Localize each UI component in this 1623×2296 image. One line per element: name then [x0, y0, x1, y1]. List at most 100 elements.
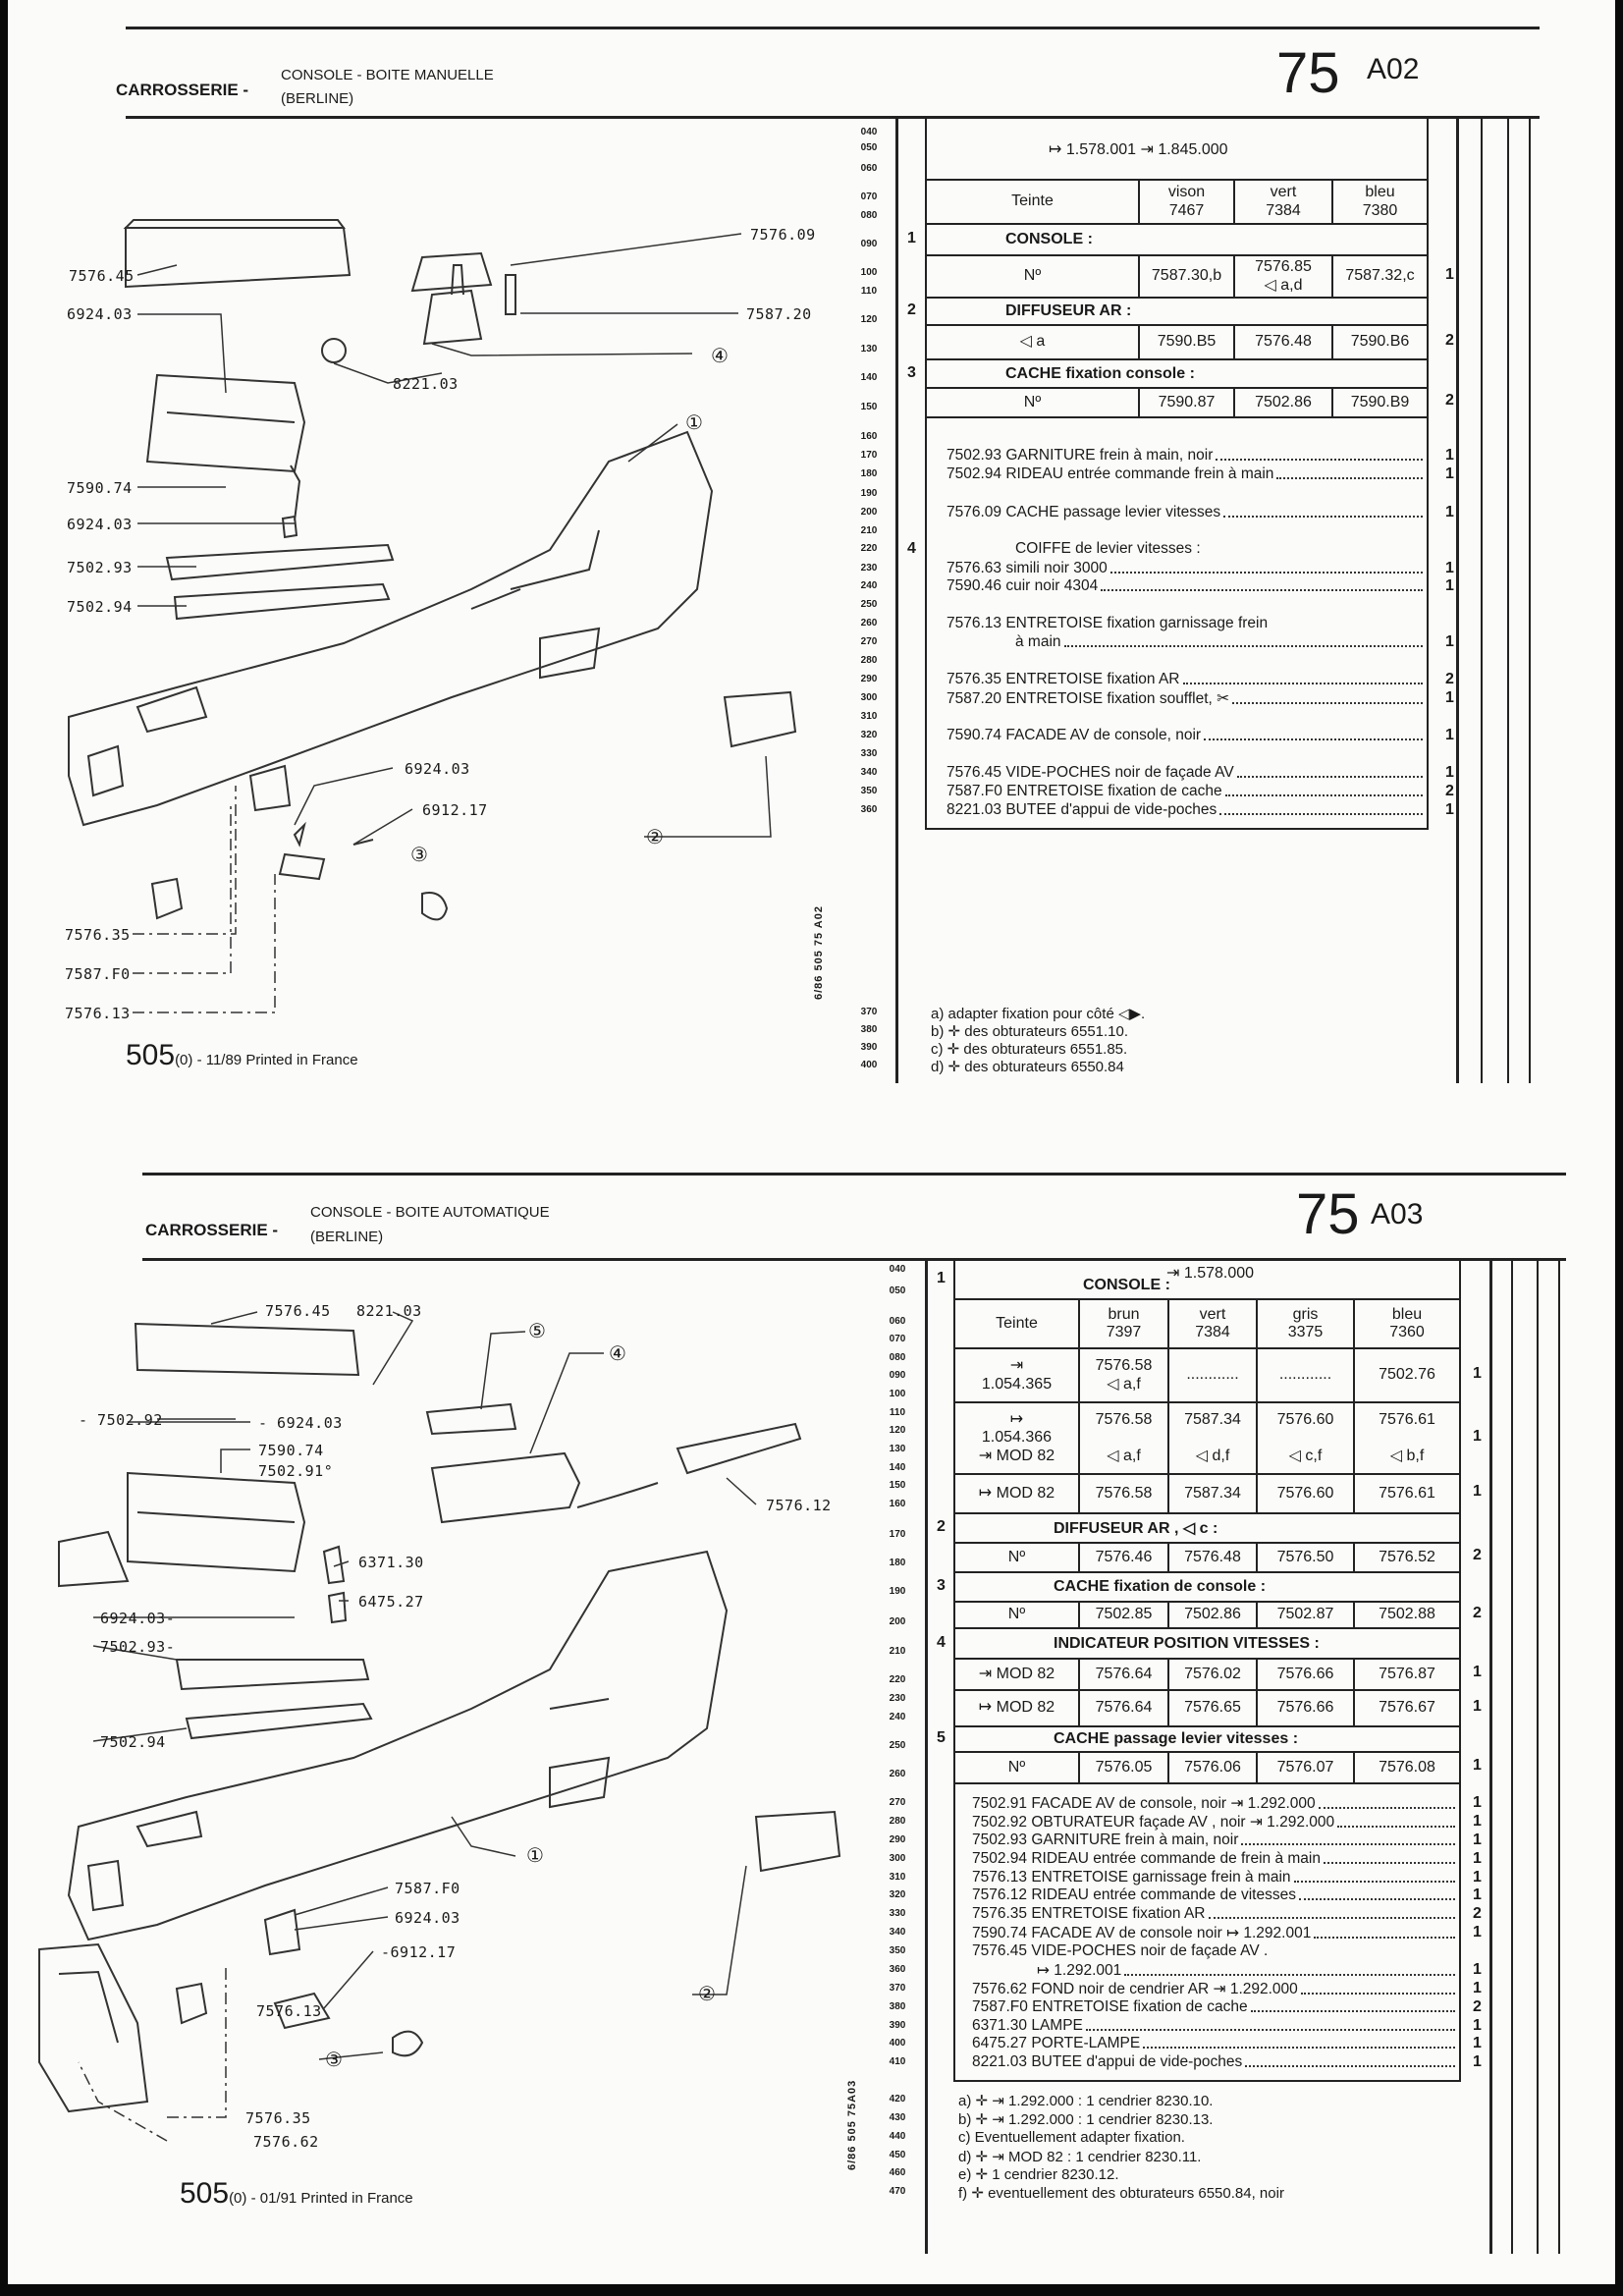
quantity: 2 [1445, 392, 1454, 409]
footnote: c) ✛ des obturateurs 6551.85. [931, 1041, 1128, 1058]
line-number: 470 [889, 2186, 906, 2197]
dot-leader [1208, 1917, 1455, 1919]
line-number: 290 [889, 1834, 906, 1845]
section-title: CARROSSERIE - [116, 81, 249, 99]
line-number: 390 [889, 2020, 906, 2031]
dot-leader [1219, 813, 1423, 815]
parts-list-item: 7576.13 ENTRETOISE fixation garnissage f… [947, 615, 1423, 632]
row-label-cell: ⇥ MOD 82 [953, 1658, 1080, 1691]
line-number: 270 [860, 636, 878, 647]
item-number: 1 [937, 1270, 946, 1286]
part-callout-label: 7590.74 [67, 479, 133, 497]
part-description: 7590.46 cuir noir 4304 [947, 577, 1099, 594]
parts-list-item: COIFFE de levier vitesses : [1015, 540, 1423, 558]
line-number: 110 [860, 286, 878, 297]
part-description: 7502.91 FACADE AV de console, noir ⇥ 1.2… [972, 1795, 1316, 1812]
quantity: 2 [1445, 331, 1454, 349]
quantity: 2 [1473, 1604, 1482, 1621]
part-callout-label: 7502.94 [100, 1733, 166, 1751]
part-number-cell: 7576.48 [1233, 324, 1333, 360]
side-reference: 6/86 505 75A03 [846, 2079, 858, 2170]
part-description: 7576.13 ENTRETOISE fixation garnissage f… [947, 615, 1269, 631]
quantity: 1 [1445, 265, 1454, 283]
footnote: d) ✛ des obturateurs 6550.84 [931, 1059, 1124, 1075]
item-number: 3 [907, 363, 916, 381]
dot-leader [1241, 1843, 1455, 1845]
part-description: 7576.13 ENTRETOISE garnissage frein à ma… [972, 1869, 1291, 1886]
line-number: 130 [889, 1444, 906, 1454]
part-callout-label: 6924.03- [100, 1610, 176, 1627]
line-number: 060 [889, 1316, 906, 1327]
part-description: 7576.35 ENTRETOISE fixation AR [947, 671, 1180, 687]
line-number: 460 [889, 2167, 906, 2178]
part-description: 7502.94 RIDEAU entrée commande de frein … [972, 1850, 1321, 1867]
table-rule [1456, 118, 1459, 1083]
quantity: 1 [1445, 465, 1454, 482]
parts-list-item: 7502.94 RIDEAU entrée commande de frein … [972, 1850, 1455, 1868]
quantity: 1 [1445, 504, 1454, 520]
part-description: 7576.45 VIDE-POCHES noir de façade AV . [972, 1942, 1269, 1959]
part-number-cell: 7590.B5 [1138, 324, 1235, 360]
serial-range: ↦ 1.578.001 ⇥ 1.845.000 [1049, 141, 1228, 158]
item-number: 1 [907, 230, 916, 246]
part-callout-label: 6475.27 [358, 1593, 424, 1611]
row-label-cell: ↦ MOD 82 [953, 1473, 1080, 1514]
line-number: 050 [860, 142, 878, 153]
parts-list-item: 7502.92 OBTURATEUR façade AV , noir ⇥ 1.… [972, 1813, 1455, 1831]
part-callout-label: - 6924.03 [258, 1414, 343, 1432]
item-number: 2 [907, 301, 916, 318]
line-number: 440 [889, 2131, 906, 2142]
quantity: 1 [1445, 727, 1454, 743]
item-number: 3 [937, 1577, 946, 1594]
line-number: 120 [860, 314, 878, 325]
dot-leader [1314, 1937, 1455, 1939]
quantity: 1 [1445, 447, 1454, 464]
part-number-cell: 7502.76 [1353, 1347, 1461, 1403]
line-number: 170 [889, 1529, 906, 1540]
quantity: 1 [1473, 1483, 1482, 1500]
part-callout-label: 7587.20 [746, 305, 812, 323]
line-number: 360 [860, 804, 878, 815]
quantity: 1 [1473, 1813, 1482, 1830]
line-number: 140 [889, 1462, 906, 1473]
parts-list-item: 7576.63 simili noir 3000 [947, 560, 1423, 577]
part-number-cell: 7590.B6 [1331, 324, 1429, 360]
part-number-cell: brun 7397 [1078, 1298, 1169, 1349]
footnote: a) ✛ ⇥ 1.292.000 : 1 cendrier 8230.10. [958, 2093, 1214, 2109]
line-number: 250 [889, 1740, 906, 1751]
line-number: 060 [860, 163, 878, 174]
dot-leader [1276, 477, 1423, 479]
part-callout-label: 7502.93- [100, 1638, 176, 1656]
part-number-cell: 7576.05 [1078, 1751, 1169, 1784]
catalog-page: CARROSSERIE -CONSOLE - BOITE MANUELLE(BE… [8, 0, 1615, 2284]
line-number: 410 [889, 2056, 906, 2067]
row-label-cell: ⇥ 1.054.365 [953, 1347, 1080, 1403]
part-callout-label: 7502.91° [258, 1462, 334, 1480]
part-number-cell: 7587.34 [1167, 1473, 1258, 1514]
quantity: 2 [1473, 1547, 1482, 1563]
footnote: c) Eventuellement adapter fixation. [958, 2129, 1185, 2146]
line-number: 240 [860, 580, 878, 591]
part-number-cell: 7576.46 [1078, 1542, 1169, 1573]
header-rule [142, 1173, 1566, 1175]
footnote: d) ✛ ⇥ MOD 82 : 1 cendrier 8230.11. [958, 2149, 1202, 2165]
part-number-cell: vert 7384 [1233, 179, 1333, 225]
part-description: 8221.03 BUTEE d'appui de vide-poches [972, 2053, 1243, 2070]
table-section-row: INDICATEUR POSITION VITESSES : [953, 1627, 1461, 1660]
side-reference: 6/86 505 75 A02 [813, 905, 825, 1000]
line-number: 370 [860, 1007, 878, 1017]
dot-leader [1204, 738, 1423, 740]
parts-list-item: 7502.94 RIDEAU entrée commande frein à m… [947, 465, 1423, 483]
line-number: 340 [889, 1927, 906, 1938]
part-callout-label: 7576.45 [69, 267, 135, 285]
parts-list-item: 7590.46 cuir noir 4304 [947, 577, 1423, 595]
part-description: 7502.93 GARNITURE frein à main, noir [947, 447, 1214, 464]
line-number: 360 [889, 1964, 906, 1975]
line-number: 300 [889, 1853, 906, 1864]
table-rule [925, 1259, 928, 2254]
part-description: 7587.20 ENTRETOISE fixation soufflet, ✂ [947, 690, 1230, 707]
part-description: ↦ 1.292.001 [1037, 1962, 1122, 1979]
line-number: 260 [860, 618, 878, 629]
dot-leader [1245, 2065, 1455, 2067]
part-number-cell: 7576.61 ◁ b,f [1353, 1401, 1461, 1475]
